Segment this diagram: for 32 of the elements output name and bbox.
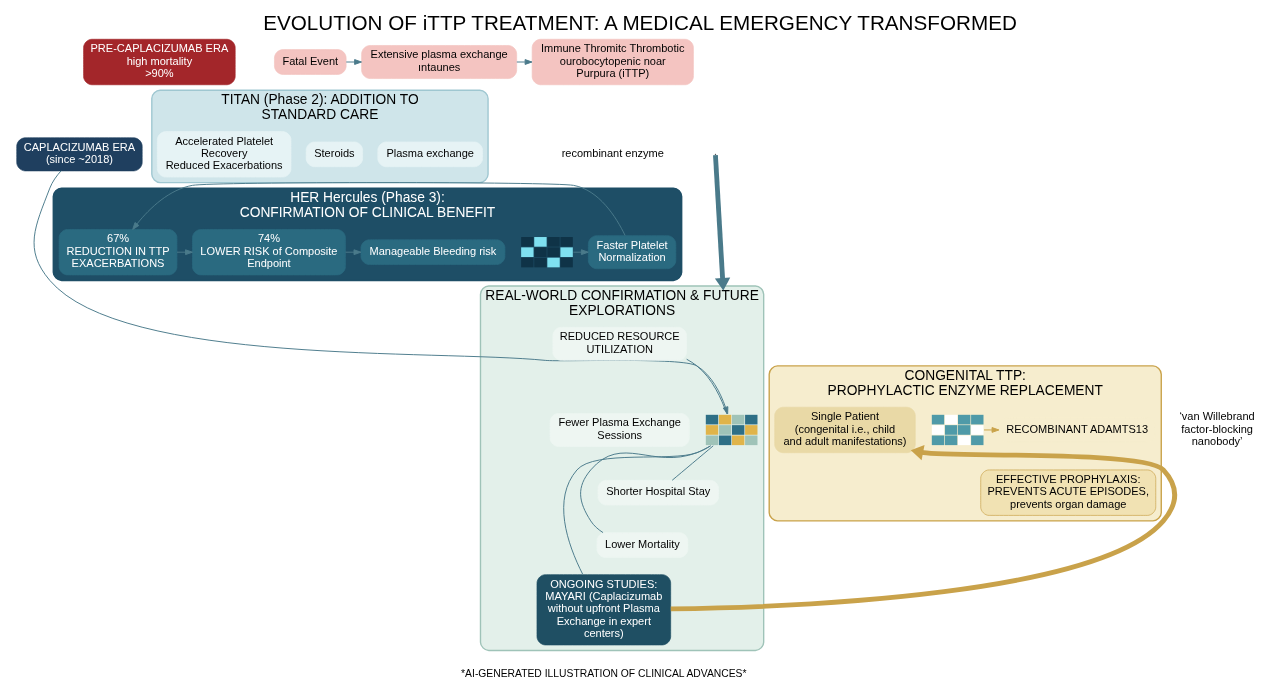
node-box: Accelerated Platelet Recovery Reduced Exacerbations (156, 131, 292, 178)
node-text: RECOMBINANT ADAMTS13 (1006, 422, 1149, 435)
node-box: Single Patient (congenital i.e., child and adult manifestations) (774, 406, 916, 454)
connector (671, 445, 714, 481)
arrow (132, 182, 626, 236)
arrow (670, 445, 1177, 612)
node-box: 67% REDUCTION IN TTP EXACERBATIONS (58, 229, 178, 276)
node-box: Fatal Event (274, 49, 347, 75)
label: ‘van Willebrand factor-blocking nanobody’ (1179, 410, 1255, 447)
label: recombinant enzyme (561, 146, 664, 159)
arrow (516, 59, 533, 65)
arrow (983, 427, 1000, 433)
arrow (345, 59, 362, 65)
node-box: Extensive plasma exchange ıntaunes (361, 45, 517, 79)
node-box: Manageable Bleeding risk (360, 239, 506, 265)
diagram-title: EVOLUTION OF iTTP TREATMENT: A MEDICAL EMERGENCY TRANSFORMED (263, 11, 1017, 35)
node-box: ONGOING STUDIES: MAYARI (Caplacizumab without upfront Plasma Exchange in expert centers) (536, 574, 671, 646)
node-box: 74% LOWER RISK of Composite Endpoint (192, 229, 346, 276)
node-box: Plasma exchange (377, 141, 483, 168)
node-box: Faster Platelet Normalization (587, 235, 677, 270)
node-box: Lower Mortality (596, 532, 689, 558)
node-box: Immune Thromitc Thrombotic ourobocytopenic noar Purpura (iTTP) (531, 38, 694, 86)
node-box: Shorter Hospital Stay (597, 479, 719, 506)
node-box: REDUCED RESOURCE UTILIZATION (552, 326, 687, 361)
arrow (176, 249, 193, 256)
node-box: EFFECTIVE PROPHYLAXIS: PREVENTS ACUTE EPISODES, prevents organ damage (980, 469, 1157, 516)
node-box: CAPLACIZUMAB ERA (since ~2018) (16, 137, 143, 172)
node-box: PRE-CAPLACIZUMAB ERA high mortality >90% (83, 38, 236, 86)
arrow (713, 154, 731, 291)
caption: *AI-GENERATED ILLUSTRATION OF CLINICAL ADVANCES* (461, 667, 747, 679)
connector (563, 445, 711, 575)
arrow (572, 249, 589, 256)
